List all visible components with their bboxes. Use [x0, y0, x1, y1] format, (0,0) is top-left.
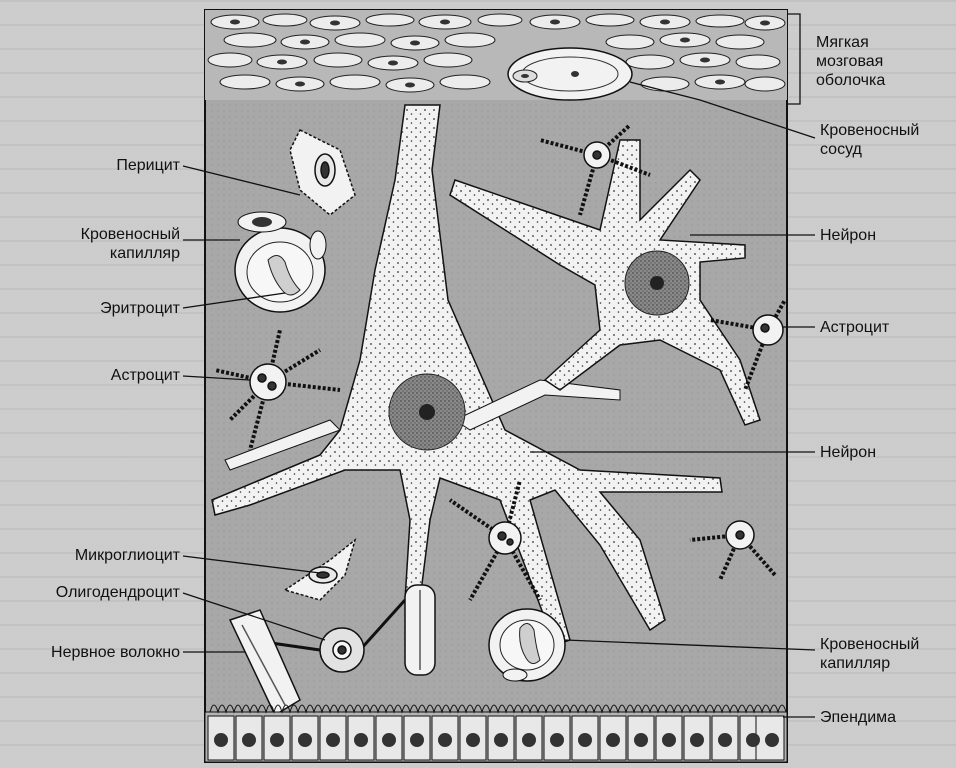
label-blood-vessel-line1: Кровеносный: [820, 121, 919, 140]
label-ependyma: Эпендима: [820, 708, 896, 727]
label-capillary-top-line1: Кровеносный: [20, 225, 180, 244]
capillary-bottom: [489, 609, 565, 681]
label-astrocyte-right: Астроцит: [820, 318, 889, 337]
label-capillary-top: Кровеносный капилляр: [20, 225, 180, 263]
label-meninges-line1: Мягкая: [816, 33, 885, 52]
label-blood-vessel-line2: сосуд: [820, 140, 919, 159]
label-erythrocyte: Эритроцит: [20, 299, 180, 318]
label-blood-vessel: Кровеносный сосуд: [820, 121, 919, 159]
label-nerve-fiber: Нервное волокно: [0, 643, 180, 662]
label-microglia: Микроглиоцит: [10, 546, 180, 565]
label-capillary-bottom: Кровеносный капилляр: [820, 635, 919, 673]
label-oligodendrocyte: Олигодендроцит: [0, 583, 180, 602]
label-capillary-bottom-line2: капилляр: [820, 654, 919, 673]
meninges-layer: [205, 10, 787, 100]
ependyma-layer: [205, 705, 787, 762]
label-astrocyte-left: Астроцит: [20, 366, 180, 385]
label-neuron-top: Нейрон: [820, 226, 876, 245]
label-meninges-line2: мозговая: [816, 52, 885, 71]
label-pericyte: Перицит: [40, 156, 180, 175]
label-meninges-line3: оболочка: [816, 71, 885, 90]
label-capillary-top-line2: капилляр: [20, 244, 180, 263]
label-neuron-mid: Нейрон: [820, 443, 876, 462]
label-meninges: Мягкая мозговая оболочка: [816, 33, 885, 90]
label-capillary-bottom-line1: Кровеносный: [820, 635, 919, 654]
